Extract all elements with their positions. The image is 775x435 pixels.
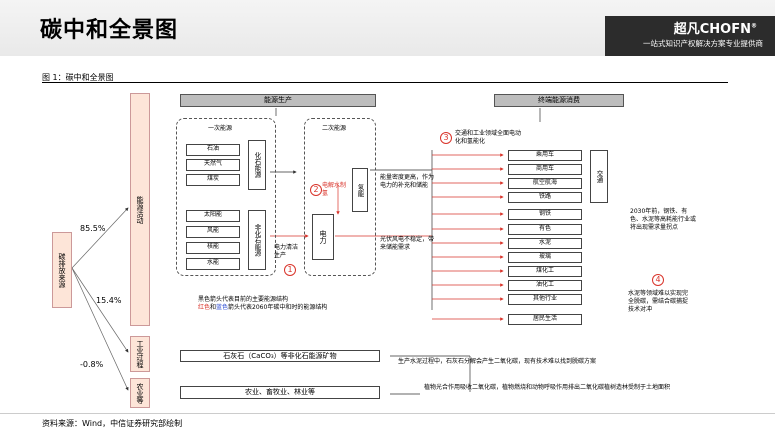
page-header: 碳中和全景图 超凡CHOFN® 一站式知识产权解决方案专业提供商 xyxy=(0,0,775,56)
energy-production-header: 能源生产 xyxy=(180,94,376,107)
oil-chemical-box: 油化工 xyxy=(508,280,582,291)
oil-box: 石油 xyxy=(186,144,240,156)
marker-3: 3 xyxy=(440,132,452,144)
limestone-box: 石灰石（CaCO₃）等非化石能源矿物 xyxy=(180,350,380,362)
note-storage: 光伏风电不稳定，带来储能需求 xyxy=(380,236,435,251)
industry-percent: 15.4% xyxy=(96,296,122,305)
residential-box: 居民生活 xyxy=(508,314,582,325)
agriculture-box: 农业、畜牧业、林业等 xyxy=(180,386,380,399)
marker-4: 4 xyxy=(652,274,664,286)
glass-box: 玻璃 xyxy=(508,252,582,263)
primary-energy-title: 一次能源 xyxy=(208,125,233,132)
emission-source-box: 碳排放来源 xyxy=(52,232,72,308)
figure-title: 图 1：碳中和全景图 xyxy=(42,73,114,82)
agri-box: 农业等 xyxy=(130,378,150,408)
gas-box: 天然气 xyxy=(186,159,240,171)
note-limestone: 生产水泥过程中，石灰石分解会产生二氧化碳，现有技术难以找到脱碳方案 xyxy=(398,358,597,365)
aviation-shipping-box: 航空航海 xyxy=(508,178,582,189)
source-rule xyxy=(0,413,775,414)
transport-box: 交通 xyxy=(590,150,608,203)
hydro-box: 水能 xyxy=(186,258,240,270)
railway-box: 铁路 xyxy=(508,192,582,203)
fossil-energy-box: 化石能源 xyxy=(248,140,266,190)
source-note: 资料来源：Wind，中信证券研究部绘制 xyxy=(42,419,183,428)
hydrogen-box: 氢能 xyxy=(352,168,368,212)
note-energy-density: 能量密度更高，作为电力的补充和储能 xyxy=(380,174,435,189)
passenger-car-box: 乘用车 xyxy=(508,150,582,161)
energy-consumption-header: 终端能源消费 xyxy=(494,94,624,107)
cement-box: 水泥 xyxy=(508,238,582,249)
energy-percent: 85.5% xyxy=(80,224,106,233)
commercial-vehicle-box: 商用车 xyxy=(508,164,582,175)
secondary-energy-title: 二次能源 xyxy=(322,125,347,132)
wind-box: 风能 xyxy=(186,226,240,238)
steel-box: 钢铁 xyxy=(508,209,582,220)
industry-process-box: 工业过程 xyxy=(130,336,150,372)
page-title: 碳中和全景图 xyxy=(40,18,179,43)
note-clean-power: 电力清洁生产 xyxy=(274,244,299,259)
figure-rule xyxy=(42,82,728,83)
secondary-energy-group xyxy=(304,118,376,276)
nonferrous-box: 有色 xyxy=(508,224,582,235)
note-electrolysis: 电解水制氢 xyxy=(322,182,347,197)
primary-energy-group xyxy=(176,118,276,276)
energy-activity-box: 能源活动 xyxy=(130,93,150,326)
coal-chemical-box: 煤化工 xyxy=(508,266,582,277)
marker-1: 1 xyxy=(284,264,296,276)
nuclear-box: 核能 xyxy=(186,242,240,254)
brand-tagline: 一站式知识产权解决方案专业提供商 xyxy=(643,39,763,48)
note-electrification: 交通和工业领域全面电动化和氢能化 xyxy=(455,130,522,145)
power-box: 电力 xyxy=(312,214,334,260)
nonfossil-energy-box: 非化石能源 xyxy=(248,210,266,270)
note-agriculture: 植物光合作用吸收二氧化碳，植物燃烧和动物呼吸作用排出二氧化碳植树造林受制于土地面… xyxy=(424,384,671,391)
legend-line-2: 红色和蓝色箭头代表2060年碳中和时的能源结构 xyxy=(198,304,328,311)
marker-2: 2 xyxy=(310,184,322,196)
other-industry-box: 其他行业 xyxy=(508,294,582,305)
brand-banner: 超凡CHOFN® 一站式知识产权解决方案专业提供商 xyxy=(605,16,775,56)
note-carbon-capture: 水泥等领域难以实现完全脱碳，需结合碳捕捉技术对冲 xyxy=(628,290,689,313)
agri-percent: -0.8% xyxy=(80,360,104,369)
solar-box: 太阳能 xyxy=(186,210,240,222)
legend-line-1: 黑色箭头代表目前的主要能源结构 xyxy=(198,296,289,303)
brand-logo: 超凡CHOFN® xyxy=(673,22,757,37)
note-2030: 2030年前，钢铁、有色、水泥等高耗能行业或将出现需求量拐点 xyxy=(630,208,697,231)
coal-box: 煤炭 xyxy=(186,174,240,186)
